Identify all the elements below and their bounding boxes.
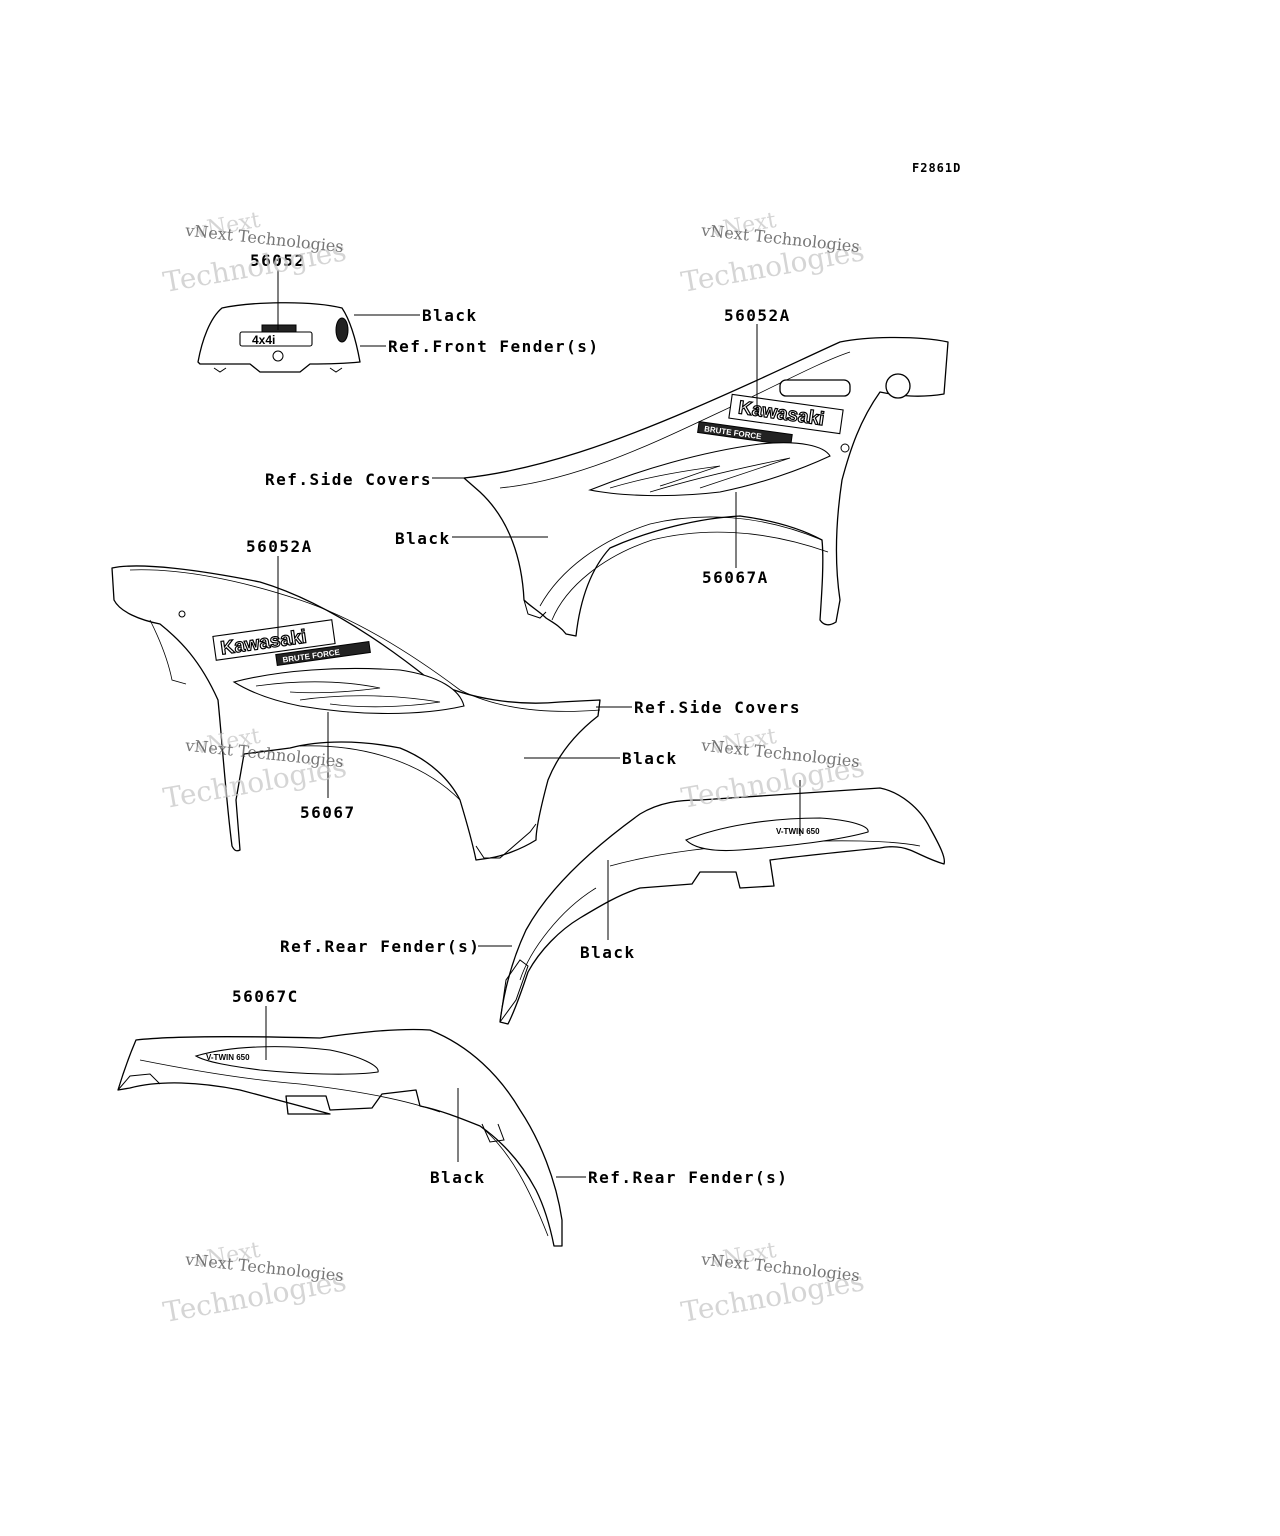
rear-right-stripe-decal <box>685 817 869 852</box>
rear-right-mount <box>499 959 529 1023</box>
right-cover-tab-1 <box>523 599 547 619</box>
rear-left-stripe-decal <box>194 1046 379 1075</box>
label-front-ref: Ref.Front Fender(s) <box>388 337 600 356</box>
label-56052: 56052 <box>250 251 306 270</box>
right-cover-cap <box>885 373 911 399</box>
right-cover-wheel-arch-inner <box>551 531 829 621</box>
right-model-badge <box>697 420 793 447</box>
right-cover-bolt <box>840 443 850 453</box>
label-56067C: 56067C <box>232 987 299 1006</box>
fender-4x4i-badge <box>239 331 313 347</box>
fender-cap <box>272 350 284 362</box>
label-left-black: Black <box>622 749 678 768</box>
rear-left-front-lip <box>117 1073 161 1091</box>
left-cover-front-edge <box>149 619 187 685</box>
label-56067: 56067 <box>300 803 356 822</box>
rear-fender-left-shape <box>117 1028 563 1247</box>
rear-left-inner-edge <box>479 1125 549 1237</box>
right-cover-wheel-arch <box>539 516 823 607</box>
rear-left-tab <box>481 1123 505 1143</box>
left-stripe-flames <box>255 681 441 708</box>
label-front-black: Black <box>422 306 478 325</box>
front-fender-group: 4x4i <box>197 270 420 373</box>
right-side-cover-group: Kawasaki BRUTE FORCE <box>432 324 949 637</box>
left-cover-arch <box>299 745 461 801</box>
label-rear-left-ref: Ref.Rear Fender(s) <box>588 1168 788 1187</box>
rear-left-lower-edge <box>139 1059 441 1113</box>
left-cover-upper-edge <box>129 569 601 712</box>
right-stripe-flames <box>609 457 791 493</box>
fender-4x4i-text: 4x4i <box>252 333 275 347</box>
left-side-cover-group: Kawasaki BRUTE FORCE <box>111 556 632 861</box>
label-right-56052A: 56052A <box>724 306 791 325</box>
label-left-ref: Ref.Side Covers <box>634 698 801 717</box>
label-rear-right-ref: Ref.Rear Fender(s) <box>280 937 480 956</box>
left-cover-hole <box>178 610 186 618</box>
right-cover-vent <box>779 379 851 397</box>
fender-model-badge <box>261 324 297 333</box>
left-kawasaki-decal <box>212 619 336 661</box>
label-left-56052A: 56052A <box>246 537 313 556</box>
label-right-black: Black <box>395 529 451 548</box>
label-right-ref: Ref.Side Covers <box>265 470 432 489</box>
rear-fender-right-group: V-TWIN 650 <box>478 780 946 1025</box>
right-cover-upper-edge <box>499 351 851 489</box>
left-cover-tab <box>475 823 537 859</box>
rear-left-engine-text: V-TWIN 650 <box>206 1053 250 1062</box>
fender-side-light <box>335 317 349 343</box>
label-rear-left-black: Black <box>430 1168 486 1187</box>
figure-code: F2861D <box>912 161 961 175</box>
left-model-badge <box>275 640 371 667</box>
label-rear-right-black: Black <box>580 943 636 962</box>
label-56067A: 56067A <box>702 568 769 587</box>
rear-right-inner-edge <box>519 887 597 981</box>
rear-fender-left-group: V-TWIN 650 <box>117 1006 586 1247</box>
rear-right-engine-text: V-TWIN 650 <box>776 827 820 836</box>
fender-tabs <box>213 367 343 373</box>
rear-fender-right-shape <box>499 787 946 1025</box>
